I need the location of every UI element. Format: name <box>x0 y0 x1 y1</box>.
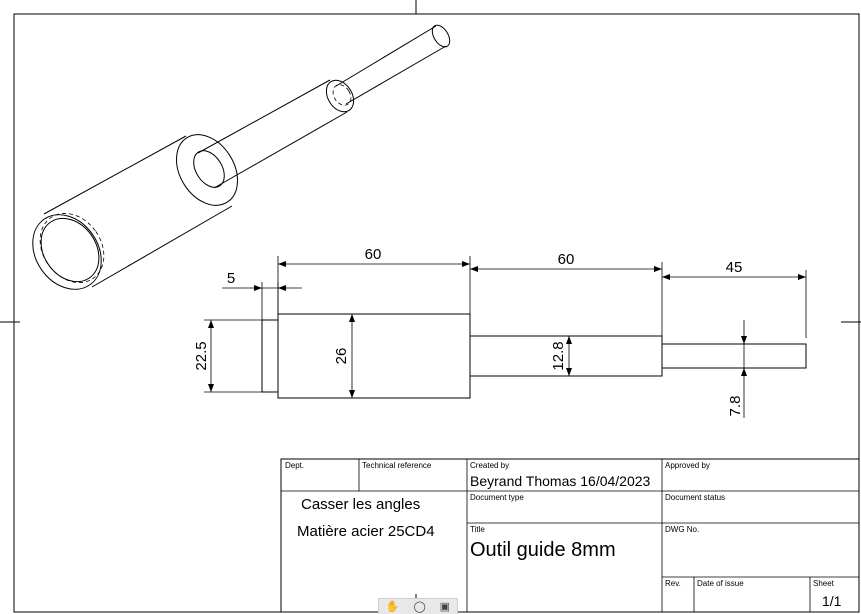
dept-label: Dept. <box>285 461 304 470</box>
sheet-border <box>13 13 860 613</box>
iso-small-top-edge <box>335 25 437 87</box>
front-view <box>261 313 807 399</box>
dim-length-small: 45 <box>726 259 743 276</box>
dim-chamfer-diameter: 22.5 <box>193 341 210 370</box>
isometric-view <box>32 24 451 290</box>
dim-length-middle: 60 <box>558 251 575 268</box>
dim-length-large: 60 <box>365 246 382 263</box>
iso-large-end-outer <box>32 214 102 290</box>
front-large-section <box>277 313 471 399</box>
hand-icon[interactable]: ✋ <box>385 601 400 613</box>
sheet-label: Sheet <box>813 579 835 588</box>
approved-by-label: Approved by <box>665 461 710 470</box>
date-of-issue-label: Date of issue <box>697 579 744 588</box>
iso-shoulder-inner <box>193 150 225 188</box>
title-block: Dept. Technical reference Created by Bey… <box>280 458 860 613</box>
iso-large-end-inner <box>40 217 100 283</box>
view-toolbar: ✋ ◯ ▣ <box>378 598 458 614</box>
created-by-value: Beyrand Thomas 16/04/2023 <box>470 473 651 489</box>
iso-small-shoulder-outer <box>325 79 355 113</box>
iso-mid-bottom-edge <box>213 111 348 189</box>
iso-small-bottom-edge <box>345 45 447 105</box>
magnifier-icon[interactable]: ◯ <box>413 601 426 613</box>
iso-large-top-edge <box>43 135 187 215</box>
iso-mid-top-edge <box>197 79 331 154</box>
zoom-fit-icon[interactable]: ▣ <box>439 601 451 613</box>
document-type-label: Document type <box>470 493 524 502</box>
front-small-section <box>661 343 807 369</box>
title-label: Title <box>470 525 485 534</box>
front-chamfer-section <box>261 319 279 393</box>
dimensions: 60 60 45 5 22.5 26 12.8 7 <box>193 246 807 418</box>
iso-large-end-hidden <box>39 213 105 283</box>
revision-label: Rev. <box>665 579 681 588</box>
dwg-number-label: DWG No. <box>665 525 699 534</box>
created-by-label: Created by <box>470 461 509 470</box>
note-break-edges: Casser les angles <box>301 496 420 513</box>
dim-large-diameter: 26 <box>333 348 350 365</box>
note-material: Matière acier 25CD4 <box>297 523 435 540</box>
document-status-label: Document status <box>665 493 725 502</box>
sheet-value: 1/1 <box>822 593 842 609</box>
iso-shoulder-outer <box>176 134 238 206</box>
iso-large-bottom-edge <box>91 205 233 288</box>
dim-small-diameter: 7.8 <box>727 396 744 417</box>
iso-small-end <box>431 24 451 48</box>
drawing-title: Outil guide 8mm <box>470 539 616 561</box>
iso-small-shoulder-hidden <box>332 84 352 106</box>
dim-middle-diameter: 12.8 <box>550 341 567 370</box>
technical-reference-label: Technical reference <box>362 461 432 470</box>
dim-chamfer-width: 5 <box>227 270 235 287</box>
